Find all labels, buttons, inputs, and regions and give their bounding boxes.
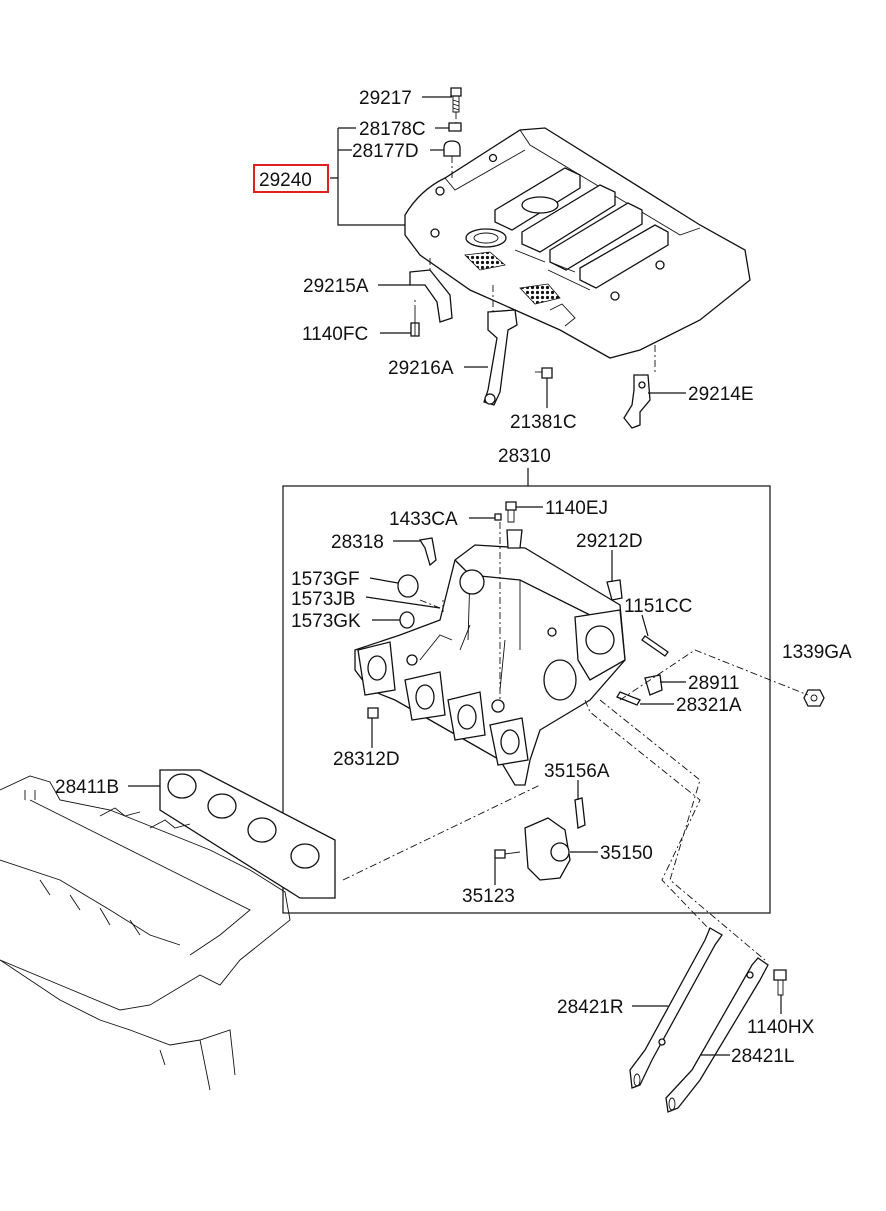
gasket-28411B: [159, 769, 336, 899]
label-35156A[interactable]: 35156A: [544, 761, 610, 782]
label-1339GA[interactable]: 1339GA: [782, 642, 852, 663]
label-1140FC[interactable]: 1140FC: [302, 324, 368, 345]
cylinder-head: [0, 775, 291, 1091]
label-1151CC[interactable]: 1151CC: [624, 596, 692, 617]
label-35123[interactable]: 35123: [462, 886, 515, 907]
label-1573JB[interactable]: 1573JB: [291, 589, 355, 610]
intake-manifold: [354, 544, 626, 786]
label-28421L[interactable]: 28421L: [731, 1046, 794, 1067]
label-29214E[interactable]: 29214E: [688, 384, 754, 405]
label-29217[interactable]: 29217: [359, 88, 412, 109]
bracket-29215A: [409, 269, 453, 337]
label-1573GK[interactable]: 1573GK: [291, 611, 361, 632]
label-28321A[interactable]: 28321A: [676, 695, 742, 716]
stay-28421L: [665, 957, 787, 1113]
label-1433CA[interactable]: 1433CA: [389, 509, 458, 530]
label-28421R[interactable]: 28421R: [557, 997, 624, 1018]
bracket-29214E: [623, 374, 651, 429]
label-28411B[interactable]: 28411B: [55, 777, 119, 798]
label-1573GF[interactable]: 1573GF: [291, 569, 360, 590]
highlight-box: [253, 164, 329, 193]
stay-28421R: [629, 927, 723, 1089]
label-28178C[interactable]: 28178C: [359, 119, 426, 140]
manifold-group-frame: [282, 485, 771, 914]
sensor-35150: [494, 797, 586, 881]
label-28310[interactable]: 28310: [498, 446, 551, 467]
label-29240[interactable]: 29240: [259, 170, 312, 191]
label-21381C[interactable]: 21381C: [510, 412, 577, 433]
label-29212D[interactable]: 29212D: [576, 531, 643, 552]
label-29215A[interactable]: 29215A: [303, 276, 369, 297]
label-1140HX[interactable]: 1140HX: [747, 1017, 815, 1038]
manifold-small-parts: [367, 501, 825, 719]
label-28911[interactable]: 28911: [688, 673, 739, 694]
label-28318[interactable]: 28318: [331, 532, 384, 553]
label-29216A[interactable]: 29216A: [388, 358, 454, 379]
label-35150[interactable]: 35150: [600, 843, 653, 864]
label-1140EJ[interactable]: 1140EJ: [545, 498, 608, 519]
bolt-29217: [443, 87, 462, 157]
label-28312D[interactable]: 28312D: [333, 749, 400, 770]
engine-cover: [404, 127, 751, 359]
bracket-29216A: [483, 309, 553, 406]
label-28177D[interactable]: 28177D: [352, 141, 419, 162]
part-labels: 29217 28178C 28177D 29240 29215A 1140FC …: [55, 88, 852, 1067]
